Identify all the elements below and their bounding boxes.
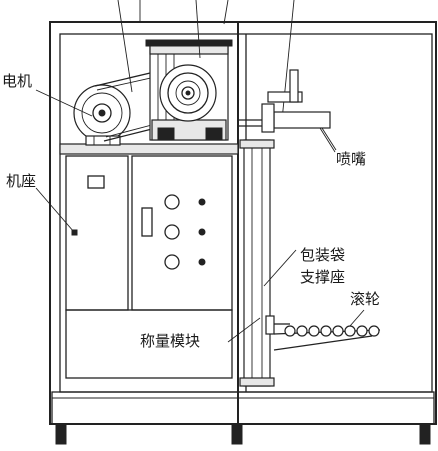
- large-pulley: [159, 64, 217, 122]
- label-weighing-module: 称量模块: [140, 332, 200, 350]
- nozzle-assembly: [238, 69, 336, 153]
- label-bag-support-line2: 支撑座: [300, 268, 345, 286]
- label-motor: 电机: [2, 72, 32, 90]
- label-nozzle: 喷嘴: [336, 150, 366, 168]
- guide-column: [239, 139, 275, 387]
- label-base: 机座: [6, 172, 36, 190]
- motor-shelf: [59, 143, 239, 155]
- control-cabinet: [65, 155, 233, 379]
- machine-feet: [55, 423, 431, 445]
- label-roller: 滚轮: [350, 290, 380, 308]
- leader-lines: [35, 89, 365, 343]
- roller-row: [284, 325, 380, 337]
- label-bag-support-line1: 包装袋: [300, 246, 345, 264]
